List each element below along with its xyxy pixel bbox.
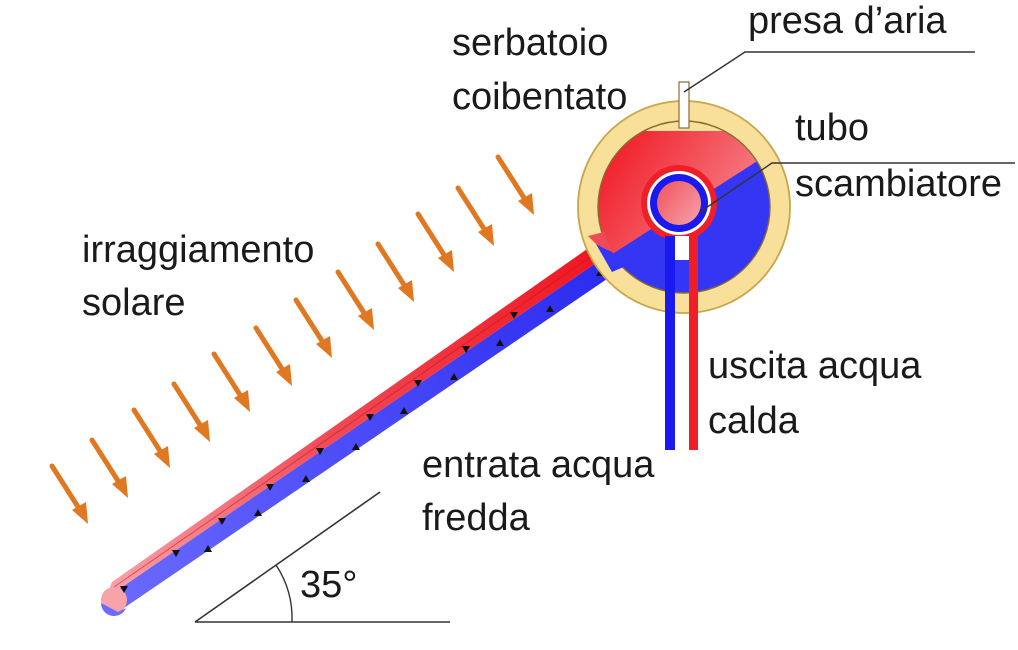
exchanger-label-line1: tubo [795,107,869,149]
radiation-label-line2: solare [82,282,186,324]
flow-direction-triangle-icon [316,448,324,455]
sun-ray-arrow-icon [293,297,332,358]
angle-reference [194,491,450,623]
sun-ray-arrow-icon [131,407,170,468]
hot-water-outlet-pipe [689,205,698,450]
cold-inlet-label-line2: fredda [422,497,531,539]
flow-direction-triangle-icon [546,305,554,312]
collector-cold-layer [106,252,626,612]
exchanger-leader [699,162,1015,213]
sun-ray-arrow-icon [495,154,534,215]
flow-direction-triangle-icon [366,414,374,421]
flow-direction-triangle-icon [450,373,458,380]
sun-ray-arrow-icon [253,325,292,386]
flow-direction-triangle-icon [352,443,360,450]
angle-label: 35° [300,564,357,606]
sun-ray-arrow-icon [375,241,414,302]
flow-direction-triangle-icon [172,550,180,557]
flow-direction-triangle-icon [254,509,262,516]
flow-direction-triangle-icon [414,380,422,387]
collector-tube [101,240,626,617]
flow-direction-triangle-icon [462,346,470,353]
sun-ray-arrow-icon [455,185,494,246]
tank-label-line2: coibentato [452,76,627,118]
solar-radiation-arrows [49,154,534,524]
heat-exchanger [641,165,717,450]
hot-outlet-label-line1: uscita acqua [708,345,922,387]
sun-ray-arrow-icon [89,437,128,498]
flow-direction-triangle-icon [204,545,212,552]
flow-direction-triangle-icon [496,339,504,346]
exchanger-label-line2: scambiatore [795,163,1002,205]
angle-arc [275,564,293,623]
sun-ray-arrow-icon [171,381,210,442]
cold-inlet-label-line1: entrata acqua [422,444,655,486]
flow-direction-markers [120,269,604,593]
sun-ray-arrow-icon [211,351,250,412]
hot-outlet-label-line2: calda [708,400,800,442]
exchanger-core [657,181,701,225]
air-intake-pipe [678,81,690,129]
sun-ray-arrow-icon [415,211,454,272]
tank-label-line1: serbatoio [452,22,608,64]
flow-direction-triangle-icon [266,484,274,491]
flow-direction-triangle-icon [400,407,408,414]
sun-ray-arrow-icon [335,269,374,330]
leader-lines [683,51,1015,213]
flow-direction-triangle-icon [120,586,128,593]
air-intake-leader [683,51,975,93]
flow-direction-triangle-icon [302,475,310,482]
air-intake-label: presa d’aria [748,0,947,42]
sun-ray-arrow-icon [49,463,88,524]
flow-direction-triangle-icon [510,312,518,319]
radiation-label-line1: irraggiamento [82,229,314,271]
cold-water-inlet-pipe [665,205,675,450]
incline-reference-line [194,491,381,623]
flow-direction-triangle-icon [218,518,226,525]
